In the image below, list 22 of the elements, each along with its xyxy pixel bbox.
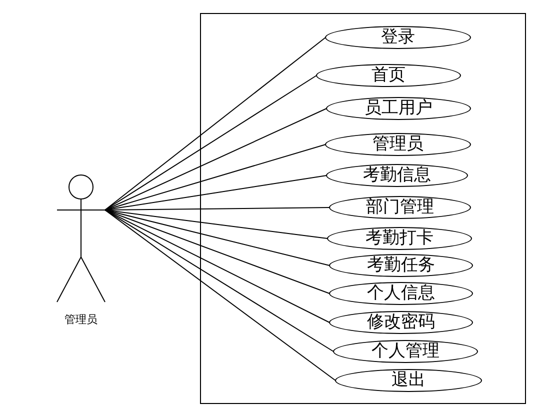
- association-line: [104, 108, 327, 210]
- use-case-ellipse: 退出: [335, 369, 482, 392]
- system-boundary: [200, 13, 526, 404]
- association-line: [104, 210, 334, 352]
- use-case-ellipse: 个人信息: [329, 282, 473, 305]
- use-case-ellipse: 员工用户: [326, 97, 471, 120]
- use-case-ellipse: 考勤信息: [326, 164, 468, 187]
- use-case-ellipse: 部门管理: [329, 196, 471, 219]
- actor-label: 管理员: [64, 312, 98, 327]
- use-case-ellipse: 登录: [325, 26, 471, 49]
- use-case-ellipse: 修改密码: [329, 311, 473, 334]
- use-case-ellipse: 考勤打卡: [327, 227, 472, 250]
- association-line: [104, 210, 330, 294]
- use-case-ellipse: 个人管理: [333, 340, 478, 363]
- association-line: [104, 37, 326, 210]
- use-case-ellipse: 考勤任务: [329, 254, 473, 277]
- use-case-ellipse: 管理员: [325, 133, 471, 156]
- use-case-ellipse: 首页: [316, 64, 461, 87]
- association-line: [104, 210, 336, 381]
- association-line: [104, 75, 317, 210]
- association-line: [104, 144, 326, 210]
- association-line: [104, 210, 330, 323]
